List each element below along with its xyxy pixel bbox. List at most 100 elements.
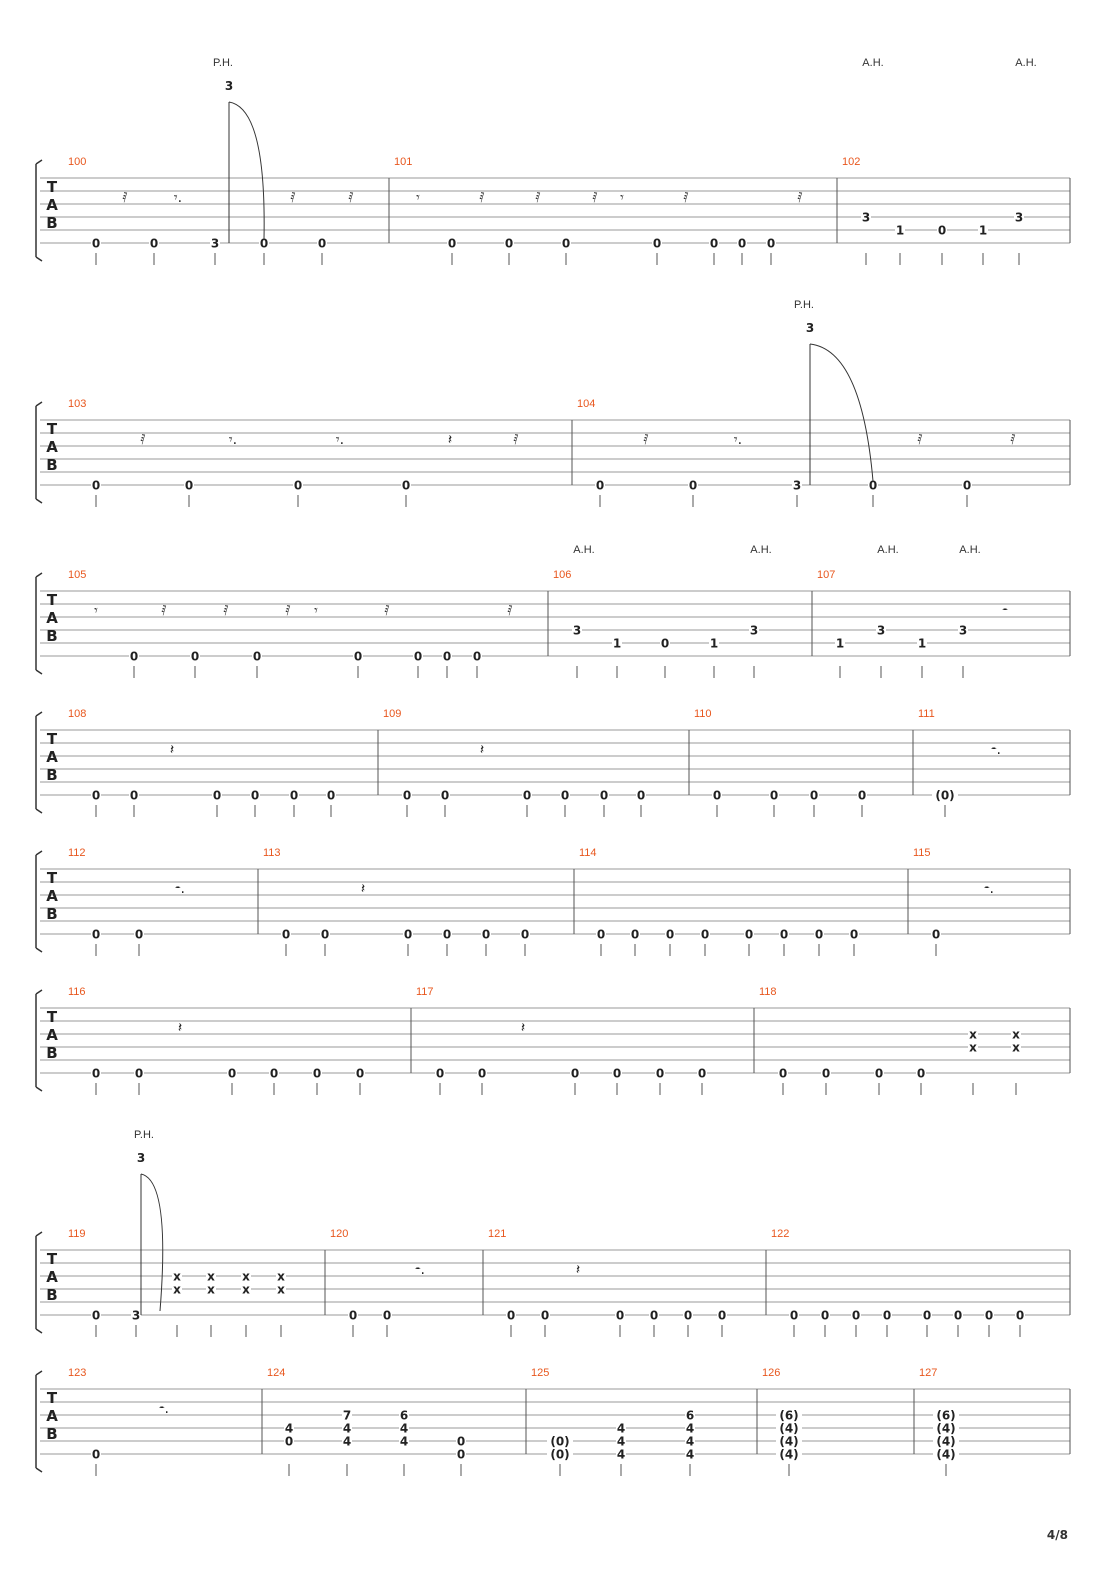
rest-symbol: 𝄾. — [229, 432, 237, 448]
measure-number: 120 — [330, 1228, 348, 1240]
tab-clef-letter: T — [47, 591, 58, 609]
measure-number: 100 — [68, 156, 86, 168]
fret-number: 6 — [686, 1409, 694, 1423]
fret-number: 0 — [631, 928, 639, 942]
note-bg — [481, 928, 491, 940]
note-bg — [184, 479, 194, 491]
fret-number: 0 — [92, 1067, 100, 1081]
technique-label: A.H. — [750, 544, 771, 556]
bend-amount: 3 — [137, 1151, 145, 1165]
fret-number: x — [207, 1270, 215, 1284]
fret-number: 3 — [573, 624, 581, 638]
fret-number: 0 — [616, 1309, 624, 1323]
note-bg — [978, 224, 988, 236]
fret-number: 0 — [92, 1309, 100, 1323]
rest-symbol: 𝅀 — [513, 432, 518, 448]
fret-number: (0) — [550, 1448, 569, 1462]
measure-number: 113 — [263, 847, 281, 859]
tab-clef-letter: B — [46, 627, 57, 645]
technique-label: A.H. — [1015, 57, 1036, 69]
fret-number: 0 — [666, 928, 674, 942]
note-bg — [717, 1309, 727, 1321]
fret-number: 0 — [596, 479, 604, 493]
fret-number: 0 — [318, 237, 326, 251]
note-bg — [131, 1309, 141, 1321]
note-bg — [442, 650, 452, 662]
note-bg — [276, 1283, 286, 1295]
fret-number: 1 — [979, 224, 987, 238]
fret-number: 0 — [457, 1448, 465, 1462]
fret-number: 6 — [400, 1409, 408, 1423]
note-bg — [413, 650, 423, 662]
fret-number: 0 — [917, 1067, 925, 1081]
fret-number: 0 — [383, 1309, 391, 1323]
rest-symbol: 𝄾 — [416, 190, 420, 206]
fret-number: 0 — [441, 789, 449, 803]
fret-number: 0 — [985, 1309, 993, 1323]
rest-symbol: 𝅀 — [290, 190, 295, 206]
measure-number: 121 — [488, 1228, 506, 1240]
fret-number: (6) — [936, 1409, 955, 1423]
note-bg — [250, 789, 260, 801]
bend-amount: 3 — [225, 79, 233, 93]
fret-number: 3 — [132, 1309, 140, 1323]
tab-clef-letter: A — [46, 196, 58, 214]
note-bg — [612, 1067, 622, 1079]
note-bg — [252, 650, 262, 662]
rest-symbol: 𝄽 — [480, 742, 484, 758]
fret-number: 1 — [896, 224, 904, 238]
note-bg — [882, 1309, 892, 1321]
fret-number: 0 — [130, 650, 138, 664]
fret-number: x — [242, 1283, 250, 1297]
note-bg — [456, 1448, 466, 1460]
fret-number: (4) — [936, 1435, 955, 1449]
fret-number: 0 — [770, 789, 778, 803]
rest-symbol: 𝅀 — [122, 190, 127, 206]
fret-number: 0 — [349, 1309, 357, 1323]
fret-number: 0 — [858, 789, 866, 803]
note-bg — [778, 1067, 788, 1079]
rest-symbol: 𝄾 — [314, 603, 318, 619]
note-bg — [402, 789, 412, 801]
note-bg — [636, 789, 646, 801]
fret-number: 4 — [400, 1435, 408, 1449]
tab-clef-letter: A — [46, 609, 58, 627]
note-bg — [477, 1067, 487, 1079]
system-bracket — [35, 711, 43, 814]
fret-number: 0 — [130, 789, 138, 803]
tab-clef-letter: B — [46, 766, 57, 784]
fret-number: 3 — [793, 479, 801, 493]
rest-symbol: 𝅀 — [161, 603, 166, 619]
note-bg — [506, 1309, 516, 1321]
note-bg — [289, 789, 299, 801]
fret-number: 0 — [478, 1067, 486, 1081]
technique-label: A.H. — [573, 544, 594, 556]
rest-symbol: 𝄼. — [984, 881, 994, 897]
note-bg — [615, 1309, 625, 1321]
note-bg — [206, 1283, 216, 1295]
note-bg — [560, 789, 570, 801]
note-bg — [744, 928, 754, 940]
fret-number: 0 — [354, 650, 362, 664]
note-bg — [129, 789, 139, 801]
note-bg — [630, 928, 640, 940]
note-bg — [276, 1270, 286, 1282]
fret-number: (6) — [779, 1409, 798, 1423]
fret-number: 0 — [689, 479, 697, 493]
fret-number: 0 — [963, 479, 971, 493]
note-bg — [1014, 211, 1024, 223]
fret-number: 0 — [932, 928, 940, 942]
fret-number: 0 — [92, 928, 100, 942]
note-bg — [259, 237, 269, 249]
measure-number: 103 — [68, 398, 86, 410]
note-bg — [851, 1309, 861, 1321]
rest-symbol: 𝅀 — [285, 603, 290, 619]
rest-symbol: 𝅀 — [592, 190, 597, 206]
fret-number: 0 — [562, 237, 570, 251]
note-bg — [917, 637, 927, 649]
note-bg — [779, 928, 789, 940]
rest-symbol: 𝄽 — [170, 742, 174, 758]
note-bg — [342, 1435, 352, 1447]
fret-number: 0 — [710, 237, 718, 251]
note-bg — [284, 1422, 294, 1434]
